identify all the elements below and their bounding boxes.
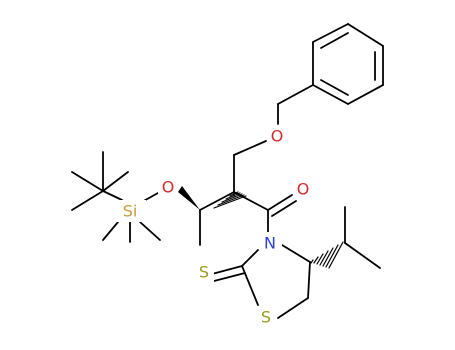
bond <box>71 190 104 211</box>
hash <box>325 244 339 268</box>
bond-inner <box>320 32 349 49</box>
benzyl-group <box>277 23 384 125</box>
oxygen-ether-label: O <box>271 127 284 146</box>
bond <box>241 265 259 306</box>
bond <box>271 200 297 217</box>
hash <box>313 256 319 264</box>
bond <box>281 244 311 263</box>
nitrogen-label: N <box>264 234 276 253</box>
hash <box>322 247 334 267</box>
isopropyl-group <box>310 206 381 269</box>
atom-labels: O O O Si N S S <box>116 125 313 328</box>
bond <box>347 23 384 47</box>
silicon-label: Si <box>123 202 138 221</box>
bond <box>199 191 235 211</box>
bond <box>139 221 161 241</box>
tbs-group <box>71 151 161 243</box>
bond <box>267 194 293 211</box>
bond <box>102 221 119 241</box>
bond <box>307 261 311 299</box>
sulfur-thione-label: S <box>199 263 209 282</box>
sulfur-ring-label: S <box>261 308 271 327</box>
oxygen-carbonyl-label: O <box>297 180 310 199</box>
hash <box>319 250 329 266</box>
hash <box>316 253 324 265</box>
bold-wedge <box>178 186 200 210</box>
hash <box>213 195 247 209</box>
thiazolidine-ring <box>211 244 311 319</box>
bond <box>71 171 104 192</box>
bond-inner <box>320 79 349 96</box>
bond <box>277 84 314 105</box>
hash <box>328 241 344 269</box>
backbone <box>178 140 297 246</box>
bond <box>102 190 123 201</box>
hash <box>310 259 314 264</box>
bond <box>213 272 246 282</box>
hashed-wedge-isopropyl <box>310 241 344 269</box>
hash <box>217 194 245 206</box>
bond <box>102 171 129 192</box>
oxygen-silyl-label: O <box>162 178 175 197</box>
bond <box>347 84 384 105</box>
bond <box>344 242 381 269</box>
bond <box>233 191 269 211</box>
bond <box>233 140 267 156</box>
bond <box>211 265 243 275</box>
bond <box>312 84 349 105</box>
bond <box>312 23 349 43</box>
bond <box>241 249 259 267</box>
bond <box>277 297 309 319</box>
